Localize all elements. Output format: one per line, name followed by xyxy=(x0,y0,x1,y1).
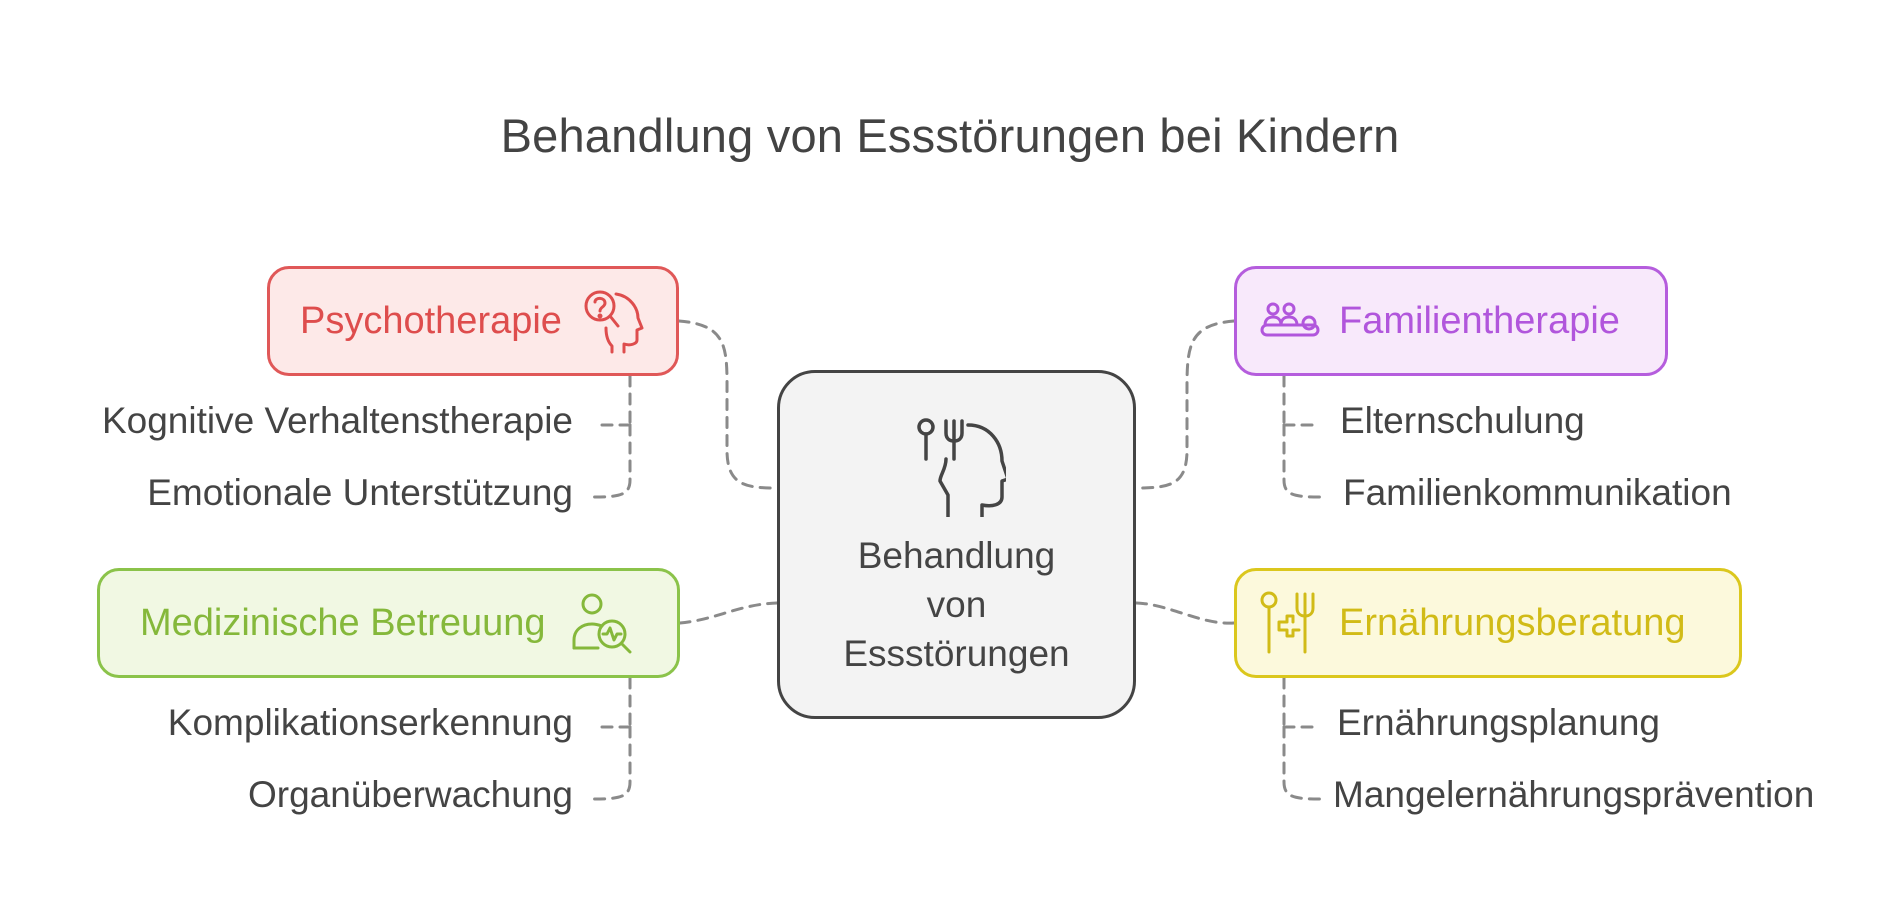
connector-ern-leaf-1 xyxy=(1282,676,1322,729)
center-label-line-2: von xyxy=(926,584,987,625)
branch-ernaehrung-label: Ernährungsberatung xyxy=(1339,601,1686,644)
family-group-icon xyxy=(1259,299,1321,343)
connector-med-leaf-2 xyxy=(592,725,632,801)
connector-ernaehrung xyxy=(1134,601,1236,625)
connector-familientherapie xyxy=(1134,319,1236,490)
connector-medizinisch xyxy=(678,601,779,625)
branch-familientherapie: Familientherapie xyxy=(1234,266,1668,376)
leaf-mangelernaehrungspraevention: Mangelernährungsprävention xyxy=(1333,774,1815,815)
center-label-line-1: Behandlung xyxy=(857,535,1056,576)
leaf-familienkommunikation: Familienkommunikation xyxy=(1343,472,1732,513)
center-node: Behandlung von Essstörungen xyxy=(777,370,1136,719)
head-question-mark-icon xyxy=(582,288,644,354)
connector-psychotherapie xyxy=(677,319,779,490)
branch-medizinisch-label: Medizinische Betreuung xyxy=(140,601,546,644)
leaf-emotionale-unterstuetzung: Emotionale Unterstützung xyxy=(147,472,573,513)
connector-fam-leaf-2 xyxy=(1282,423,1322,499)
connector-fam-leaf-1 xyxy=(1282,374,1322,427)
patient-monitoring-icon xyxy=(572,592,634,654)
connector-med-leaf-1 xyxy=(592,676,632,729)
leaf-ernaehrungsplanung: Ernährungsplanung xyxy=(1337,702,1660,743)
connector-psy-leaf-1 xyxy=(592,374,632,427)
leaf-organueberwachung: Organüberwachung xyxy=(248,774,573,815)
branch-familientherapie-label: Familientherapie xyxy=(1339,299,1620,342)
diagram-title: Behandlung von Essstörungen bei Kindern xyxy=(500,109,1400,162)
head-with-utensils-icon xyxy=(910,417,1010,522)
branch-medizinisch: Medizinische Betreuung xyxy=(97,568,680,678)
leaf-komplikationserkennung: Komplikationserkennung xyxy=(167,702,573,743)
leaf-elternschulung: Elternschulung xyxy=(1340,400,1585,441)
leaf-kognitive-verhaltenstherapie: Kognitive Verhaltenstherapie xyxy=(101,400,573,441)
nutrition-health-icon xyxy=(1259,590,1317,656)
center-label-line-3: Essstörungen xyxy=(843,633,1070,674)
branch-ernaehrung: Ernährungsberatung xyxy=(1234,568,1742,678)
branch-psychotherapie: Psychotherapie xyxy=(267,266,679,376)
connector-ern-leaf-2 xyxy=(1282,725,1322,801)
center-label: Behandlung von Essstörungen xyxy=(780,531,1133,678)
connector-psy-leaf-2 xyxy=(592,423,632,499)
branch-psychotherapie-label: Psychotherapie xyxy=(300,299,562,342)
